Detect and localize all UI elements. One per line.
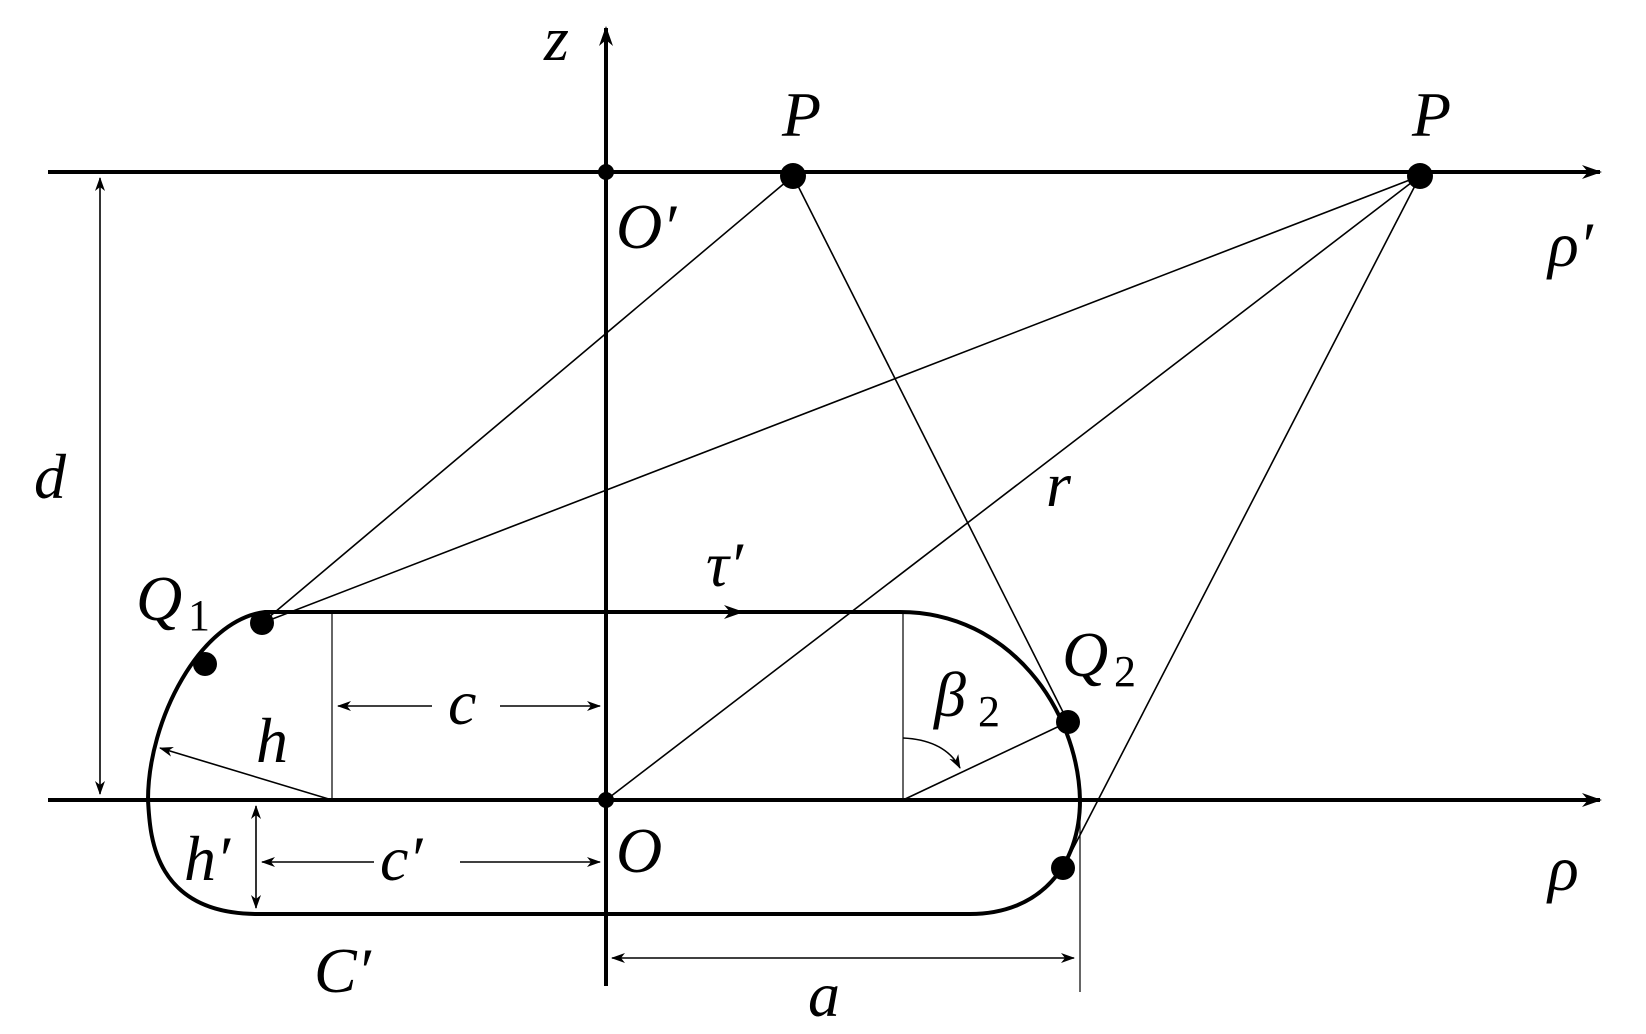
- origin-label: O: [616, 815, 662, 886]
- contour-c-prime: [145, 610, 1083, 916]
- tangent-tau-label: τ′: [706, 529, 744, 600]
- point-p2-dot: [1407, 163, 1433, 189]
- height-h-prime-label: h′: [184, 823, 231, 894]
- origin-prime-dot: [598, 164, 614, 180]
- origin-prime-label: O′: [616, 191, 677, 262]
- line-p2-q1: [261, 175, 1421, 624]
- point-p1-label: P: [781, 79, 821, 150]
- point-q2-dot: [1056, 710, 1080, 734]
- left-radius-arrow: [159, 746, 333, 801]
- line-p2-lower-point: [1062, 175, 1421, 869]
- length-c-prime-label: c′: [380, 823, 423, 894]
- lower-contour-point-dot: [1051, 856, 1075, 880]
- angle-beta-label: β: [932, 659, 966, 730]
- q1-subscript: 1: [188, 591, 210, 640]
- contour-point-dot: [193, 652, 217, 676]
- origin-dot: [598, 792, 614, 808]
- length-a-label: a: [808, 959, 840, 1030]
- q2-subscript: 2: [1114, 647, 1136, 696]
- distance-r-label: r: [1046, 449, 1072, 520]
- z-axis-label: z: [543, 3, 569, 74]
- distance-d-label: d: [34, 441, 67, 512]
- q1-label: Q: [136, 563, 182, 634]
- length-c-label: c: [448, 667, 476, 738]
- rho-axis-label: ρ: [1546, 833, 1579, 904]
- line-p2-origin-r: [605, 175, 1421, 801]
- line-p1-q2: [792, 175, 1069, 723]
- point-q1-dot: [250, 611, 274, 635]
- line-p1-q1: [261, 175, 794, 624]
- beta-angle-arc: [902, 737, 961, 769]
- height-h-label: h: [256, 705, 288, 776]
- point-p2-label: P: [1411, 79, 1451, 150]
- angle-beta-subscript: 2: [978, 687, 1000, 736]
- point-p1-dot: [780, 163, 806, 189]
- rho-prime-axis-label: ρ′: [1546, 209, 1594, 280]
- q2-label: Q: [1062, 619, 1108, 690]
- beta-radius-line: [902, 721, 1069, 801]
- contour-label: C′: [314, 935, 372, 1006]
